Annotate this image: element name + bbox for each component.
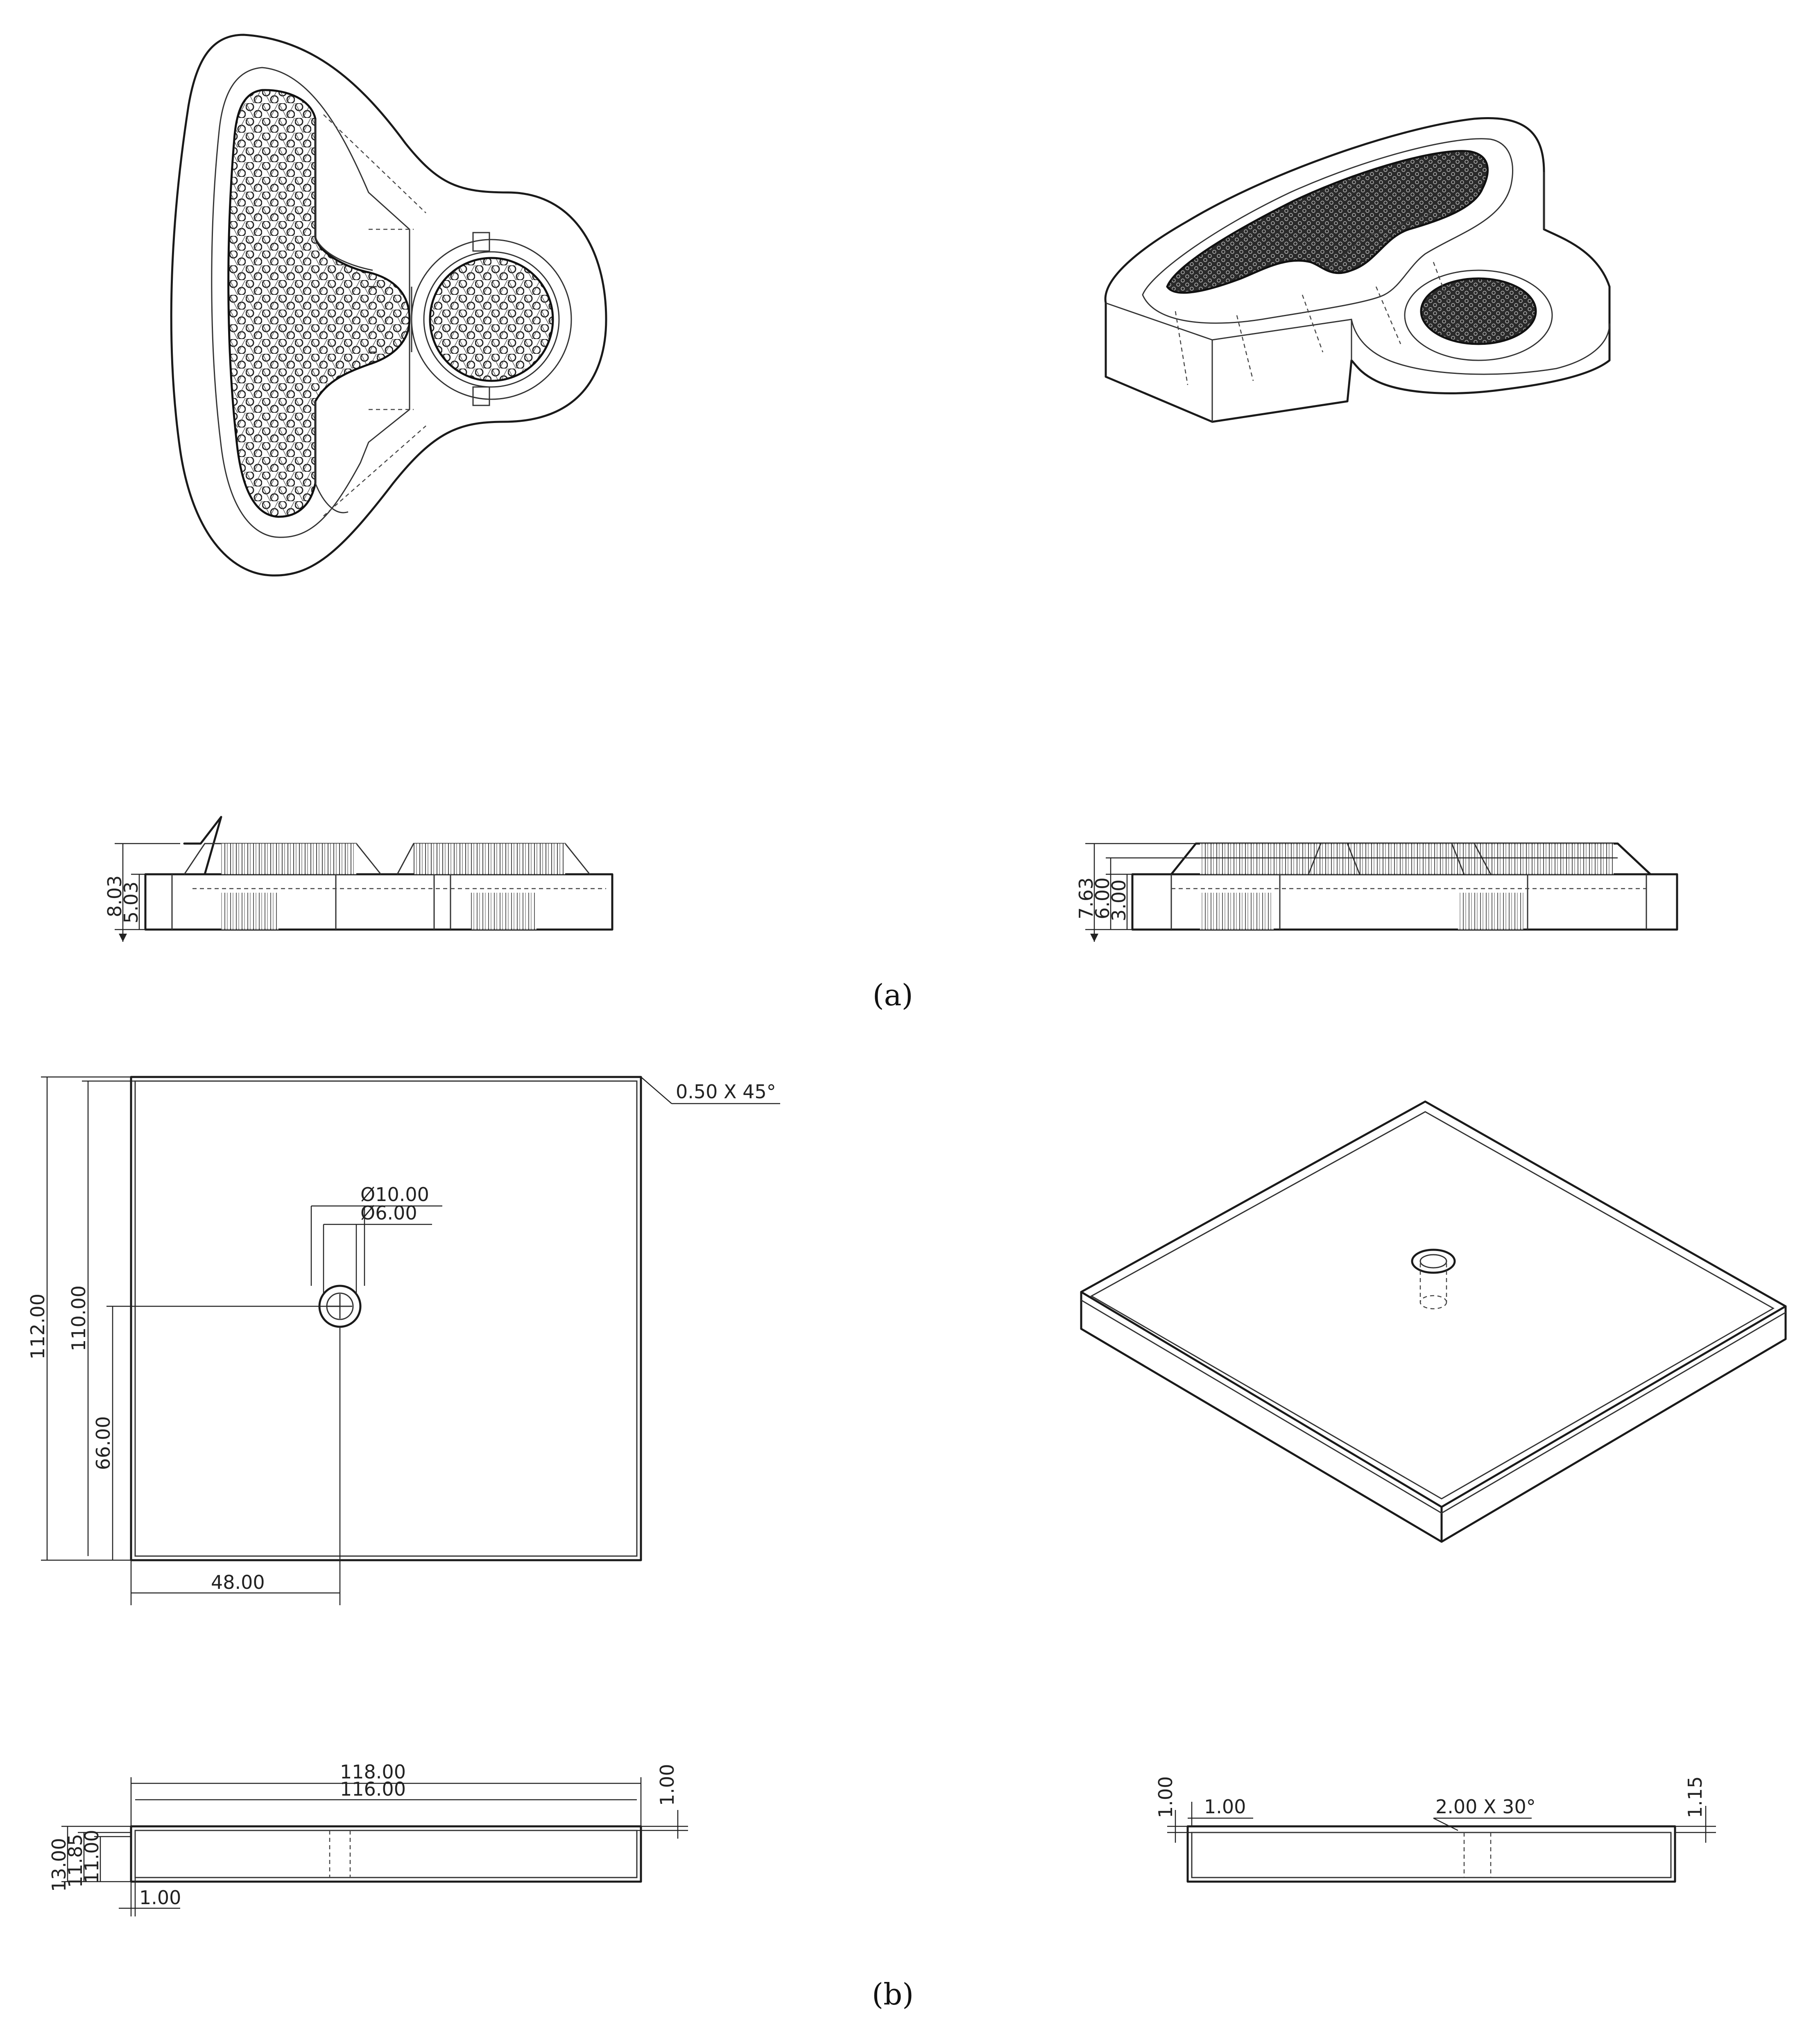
dim-b-bottom-offset: 1.00 (139, 1887, 181, 1909)
part-a-front-view-left (115, 816, 613, 942)
dim-b-chamfer: 0.50 X 45° (676, 1081, 776, 1103)
dim-b-h13: 13.00 (48, 1838, 70, 1892)
dim-b-inner-height: 110.00 (68, 1285, 90, 1351)
part-b-top-view (41, 1076, 780, 1605)
dim-b-h1185: 11.85 (64, 1834, 86, 1888)
caption-b: (b) (872, 1977, 914, 2011)
dim-b-side-right-height: 1.15 (1684, 1776, 1706, 1818)
part-b-isometric-view (1080, 1100, 1787, 1543)
dim-b-outer-width: 118.00 (340, 1761, 406, 1783)
dim-b-hole-x: 48.00 (211, 1571, 265, 1593)
dim-b-lip: 1.00 (656, 1764, 678, 1806)
dim-b-side-left-lip: 1.00 (1154, 1776, 1177, 1818)
dim-a-right-base-height: 3.00 (1108, 880, 1130, 921)
dim-b-hole-outer-dia: Ø10.00 (360, 1183, 429, 1206)
dim-a-right-overall-height: 7.63 (1075, 878, 1097, 919)
dim-b-side-chamfer: 2.00 X 30° (1435, 1796, 1536, 1818)
dim-b-outer-height: 112.00 (27, 1294, 49, 1360)
dim-a-right-mid-height: 6.00 (1091, 878, 1114, 919)
part-a-isometric-view (1104, 117, 1611, 423)
part-b-side-view (1167, 1802, 1716, 1883)
dim-b-hole-inner-dia: Ø6.00 (360, 1202, 417, 1224)
caption-a: (a) (872, 978, 913, 1012)
dim-b-side-left-offset: 1.00 (1204, 1796, 1246, 1818)
part-b-front-view (61, 1777, 688, 1916)
dim-a-left-overall-height: 8.03 (104, 876, 126, 917)
dim-b-hole-y: 66.00 (92, 1416, 114, 1470)
part-a-top-view (170, 34, 607, 577)
dim-b-h11: 11.00 (81, 1830, 103, 1884)
dim-a-left-base-height: 5.03 (120, 882, 142, 923)
dim-b-inner-width: 116.00 (340, 1778, 406, 1800)
part-a-front-view-right (1085, 842, 1678, 942)
